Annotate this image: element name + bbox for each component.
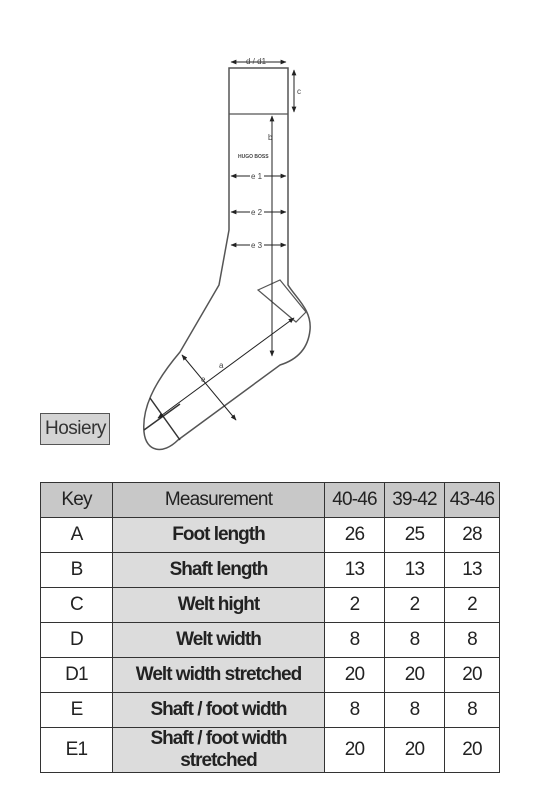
- row-key: C: [40, 587, 113, 623]
- table-row: D1 Welt width stretched 20 20 20: [40, 657, 500, 693]
- dimension-c-label: c: [297, 87, 301, 96]
- row-value: 2: [384, 587, 445, 623]
- sock-measurement-diagram: d / d1 c b HUGO BOSS e 1 e 2 e 3 e a: [143, 57, 311, 451]
- row-value: 26: [324, 517, 385, 553]
- dimension-a-line: [157, 317, 295, 419]
- sock-outline: [143, 67, 311, 451]
- size-table: Key Measurement 40-46 39-42 43-46 A Foot…: [40, 482, 500, 773]
- row-value: 20: [444, 727, 500, 773]
- header-size-43-46: 43-46: [444, 482, 500, 518]
- dimension-e2-label: e 2: [251, 208, 263, 217]
- category-label: Hosiery: [40, 413, 110, 445]
- dimension-b-label: b: [268, 133, 273, 142]
- row-value: 20: [324, 657, 385, 693]
- row-value: 20: [324, 727, 385, 773]
- row-value: 2: [324, 587, 385, 623]
- table-row: E Shaft / foot width 8 8 8: [40, 692, 500, 728]
- row-value: 20: [384, 727, 445, 773]
- row-value: 8: [444, 692, 500, 728]
- row-measurement: Welt width stretched: [112, 657, 325, 693]
- table-row: E1 Shaft / foot width stretched 20 20 20: [40, 727, 500, 773]
- table-row: C Welt hight 2 2 2: [40, 587, 500, 623]
- row-value: 13: [444, 552, 500, 588]
- row-key: E: [40, 692, 113, 728]
- dimension-a-label: a: [219, 361, 224, 370]
- row-measurement: Shaft / foot width: [112, 692, 325, 728]
- row-value: 20: [384, 657, 445, 693]
- row-value: 25: [384, 517, 445, 553]
- row-key: D: [40, 622, 113, 658]
- row-value: 13: [324, 552, 385, 588]
- row-value: 8: [444, 622, 500, 658]
- row-value: 13: [384, 552, 445, 588]
- table-row: D Welt width 8 8 8: [40, 622, 500, 658]
- row-measurement: Shaft / foot width stretched: [112, 727, 325, 773]
- row-measurement: Foot length: [112, 517, 325, 553]
- header-size-40-46: 40-46: [324, 482, 385, 518]
- row-measurement: Welt width: [112, 622, 325, 658]
- row-key: E1: [40, 727, 113, 773]
- header-measurement: Measurement: [112, 482, 325, 518]
- row-value: 2: [444, 587, 500, 623]
- brand-mark: HUGO BOSS: [238, 154, 269, 160]
- header-size-39-42: 39-42: [384, 482, 445, 518]
- header-key: Key: [40, 482, 113, 518]
- row-measurement: Shaft length: [112, 552, 325, 588]
- dimension-e1-label: e 1: [251, 172, 263, 181]
- row-key: B: [40, 552, 113, 588]
- row-value: 8: [324, 622, 385, 658]
- dimension-d-label: d / d1: [246, 57, 267, 66]
- toe-seam-line: [149, 397, 181, 441]
- table-row: A Foot length 26 25 28: [40, 517, 500, 553]
- dimension-e3-label: e 3: [251, 241, 263, 250]
- row-measurement: Welt hight: [112, 587, 325, 623]
- row-value: 28: [444, 517, 500, 553]
- row-value: 8: [324, 692, 385, 728]
- row-value: 8: [384, 692, 445, 728]
- row-value: 8: [384, 622, 445, 658]
- row-key: D1: [40, 657, 113, 693]
- table-header-row: Key Measurement 40-46 39-42 43-46: [40, 482, 500, 518]
- row-key: A: [40, 517, 113, 553]
- row-value: 20: [444, 657, 500, 693]
- table-row: B Shaft length 13 13 13: [40, 552, 500, 588]
